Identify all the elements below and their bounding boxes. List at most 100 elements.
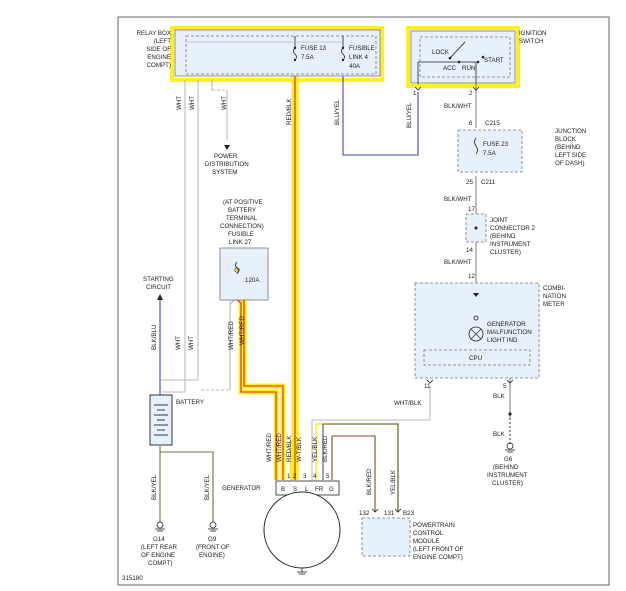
joint-label-0: JOINT	[490, 217, 508, 224]
starting-label-0: STARTING	[143, 276, 174, 283]
fuse23-label: FUSE 23	[483, 141, 509, 148]
fl27-rating: 120A	[245, 277, 260, 284]
meter-label-1: NATION	[543, 293, 566, 300]
pin-2: 2	[469, 90, 473, 97]
gen-light-label-0: GENERATOR	[487, 321, 526, 328]
junction-label-3: LEFT SIDE	[555, 152, 586, 159]
cpu-label: CPU	[469, 355, 482, 362]
pcm-label-2: MODULE	[413, 538, 439, 545]
fuse13-label: FUSE 13	[301, 45, 327, 52]
g14-label-3: COMPT)	[148, 560, 172, 567]
wire-wht-1: WHT	[176, 96, 183, 110]
pin-17: 17	[468, 206, 475, 213]
g14-label-2: OF ENGINE	[141, 552, 175, 559]
gen-light-label-2: LIGHT IND	[487, 337, 518, 344]
ign-run-label: RUN	[462, 65, 475, 72]
fl27-label-5: LINK 27	[229, 239, 252, 246]
gen-pin-1: 1	[287, 473, 291, 480]
pcm-label-0: POWERTRAIN	[413, 522, 455, 529]
generator: GENERATOR 1 2 3 4 5 B S L FR G	[222, 473, 341, 575]
ground-icon	[506, 442, 514, 450]
g9-label-0: G9	[208, 536, 217, 543]
generator-label: GENERATOR	[222, 485, 261, 492]
pin-11: 11	[424, 383, 431, 390]
g6-label-3: CLUSTER)	[492, 480, 523, 487]
wire-blu-yel-1: BLU/YEL	[334, 99, 341, 125]
ignition-label-0: IGNITION	[519, 30, 547, 37]
wire-blk-wht-1: BLK/WHT	[444, 103, 472, 110]
g6-label-1: (BEHIND	[493, 464, 519, 471]
joint-label-3: INSTRUMENT	[490, 241, 531, 248]
battery: BATTERY	[149, 394, 204, 446]
relay-box-label-3: ENGINE	[147, 54, 171, 61]
gen-terminal-g: G	[329, 486, 334, 493]
combination-meter: GENERATOR MALFUNCTION LIGHT IND CPU COMB…	[414, 282, 566, 390]
pcm-connector-b23: B23	[403, 510, 415, 517]
fuse23-rating: 7.5A	[483, 150, 497, 157]
fuse13-icon	[293, 47, 297, 61]
pcm-pin-131: 131	[384, 510, 395, 517]
wire-yel-blk-1: YEL/BLK	[312, 436, 319, 462]
wire-wht-2: WHT	[189, 96, 196, 110]
ground-g6: G6 (BEHIND INSTRUMENT CLUSTER)	[487, 442, 528, 487]
relay-box: RELAY BOX (LEFT SIDE OF ENGINE COMPT) FU…	[136, 29, 381, 77]
fl27-label-0: (AT POSITIVE	[223, 199, 263, 206]
wire-blk-1: BLK	[493, 393, 506, 400]
starting-label-1: CIRCUIT	[146, 284, 171, 291]
power-dist-label-1: DISTRIBUTION	[205, 161, 249, 168]
wire-yel-blk-2: YEL/BLK	[390, 469, 397, 495]
wire-wht-red-1: WHT/RED	[228, 321, 235, 350]
ign-switch-arm	[449, 41, 466, 59]
fusible-link4-label-1: LINK 4	[349, 54, 368, 61]
ground-g14: G14 (LEFT REAR OF ENGINE COMPT)	[141, 521, 178, 567]
wire-blk-red-2: BLK/RED	[366, 468, 373, 495]
pin-5: 5	[503, 383, 507, 390]
diagram-frame	[117, 16, 610, 586]
fusible-link27-icon	[235, 261, 239, 275]
relay-box-label-0: RELAY BOX	[136, 30, 171, 37]
power-dist-label-2: SYSTEM	[212, 169, 237, 176]
fl27-label-1: BATTERY	[228, 207, 256, 214]
connector-c215: C215	[485, 120, 500, 127]
starting-circuit: STARTING CIRCUIT	[143, 276, 174, 300]
diagram-id: 315180	[122, 575, 143, 582]
fl27-label-2: TERMINAL	[226, 215, 258, 222]
junction-label-0: JUNCTION	[555, 128, 586, 135]
ign-lock-label: LOCK	[432, 49, 450, 56]
fl27-label-4: FUSIBLE	[228, 231, 254, 238]
pin-12: 12	[468, 273, 475, 280]
ground-icon	[156, 521, 164, 529]
wire-red-blk-2: RED/BLK	[286, 435, 293, 462]
junction-label-4: OF DASH)	[555, 160, 585, 167]
relay-box-label-2: SIDE OF	[146, 46, 171, 53]
pcm-label-4: ENGINE COMPT)	[413, 554, 463, 561]
wire-blk-2: BLK	[493, 431, 506, 438]
wire-wht-red-2: WHT/RED	[239, 316, 246, 345]
junction-block: 6 C215 FUSE 23 7.5A JUNCTION BLOCK (BEHI…	[457, 120, 586, 186]
fusible-link4-rating: 40A	[349, 63, 361, 70]
pin-25: 25	[466, 179, 473, 186]
wire-red-blk-1: RED/BLK	[286, 98, 293, 125]
gen-pin-5: 5	[326, 473, 330, 480]
wire-w-tblk: W-T/BLK	[296, 436, 303, 462]
meter-label-0: COMBI-	[543, 285, 565, 292]
g14-label-1: (LEFT REAR	[141, 544, 178, 551]
wire-blk-red-1: BLK/RED	[322, 435, 329, 462]
joint-label-2: (BEHIND	[490, 233, 516, 240]
powertrain-control-module: 132 131 B23 POWERTRAIN CONTROL MODULE (L…	[359, 508, 464, 561]
g9-label-2: ENGINE)	[199, 552, 225, 559]
pin-6: 6	[469, 120, 473, 127]
joint-label-4: CLUSTER)	[490, 249, 521, 256]
pin-1: 1	[413, 90, 417, 97]
wire-blk-wht-2: BLK/WHT	[444, 196, 472, 203]
gen-pin-2: 2	[293, 473, 297, 480]
ignition-label-1: SWITCH	[519, 38, 543, 45]
connector-c211: C211	[481, 179, 496, 186]
pin-14: 14	[466, 247, 473, 254]
joint-label-1: CONNECTOR 2	[490, 225, 535, 232]
fuse23-icon	[474, 137, 478, 155]
relay-box-label-4: COMPT)	[147, 62, 171, 69]
joint-connector: 17 JOINT CONNECTOR 2 (BEHIND INSTRUMENT …	[465, 206, 535, 256]
wire-blu-yel-2: BLU/YEL	[406, 102, 413, 128]
ign-acc-label: ACC	[443, 65, 457, 72]
